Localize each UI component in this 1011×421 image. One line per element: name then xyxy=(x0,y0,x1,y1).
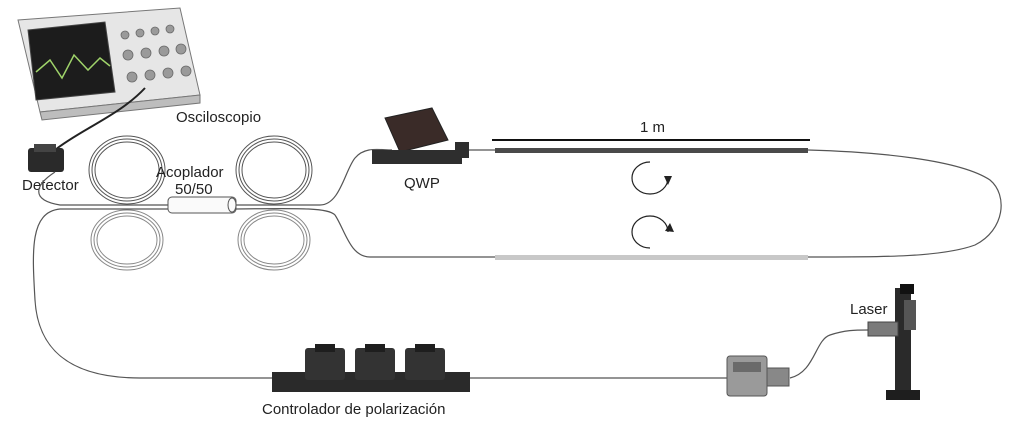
fiber-spool-right-upper xyxy=(235,135,313,205)
oscilloscope-device xyxy=(17,7,201,121)
fiber-spool-left-upper xyxy=(88,135,166,205)
polarization-controller-device xyxy=(272,344,470,392)
oscilloscope-label: Osciloscopio xyxy=(176,109,261,126)
coupler-label-line2: 50/50 xyxy=(175,181,213,198)
laser-label: Laser xyxy=(850,301,888,318)
length-label: 1 m xyxy=(640,119,665,136)
fiber-spool-right-lower xyxy=(237,209,311,271)
counterclockwise-arrow-icon xyxy=(631,215,674,249)
detector-label: Detector xyxy=(22,177,79,194)
detector-device xyxy=(28,144,64,172)
clockwise-arrow-icon xyxy=(631,161,672,195)
fiber-segment-upper xyxy=(495,148,808,153)
coupler-device xyxy=(167,196,237,214)
polarization-controller-label: Controlador de polarización xyxy=(262,401,445,418)
laser-device xyxy=(867,284,920,400)
fiber-segment-lower xyxy=(495,255,808,260)
oscilloscope-cable xyxy=(54,87,146,151)
qwp-label: QWP xyxy=(404,175,440,192)
coupler-label-line1: Acoplador xyxy=(156,164,224,181)
fiber-spool-left-lower xyxy=(90,209,164,271)
qwp-device xyxy=(372,107,469,164)
fiber-paths xyxy=(32,148,1002,379)
isolator-device xyxy=(726,355,790,397)
